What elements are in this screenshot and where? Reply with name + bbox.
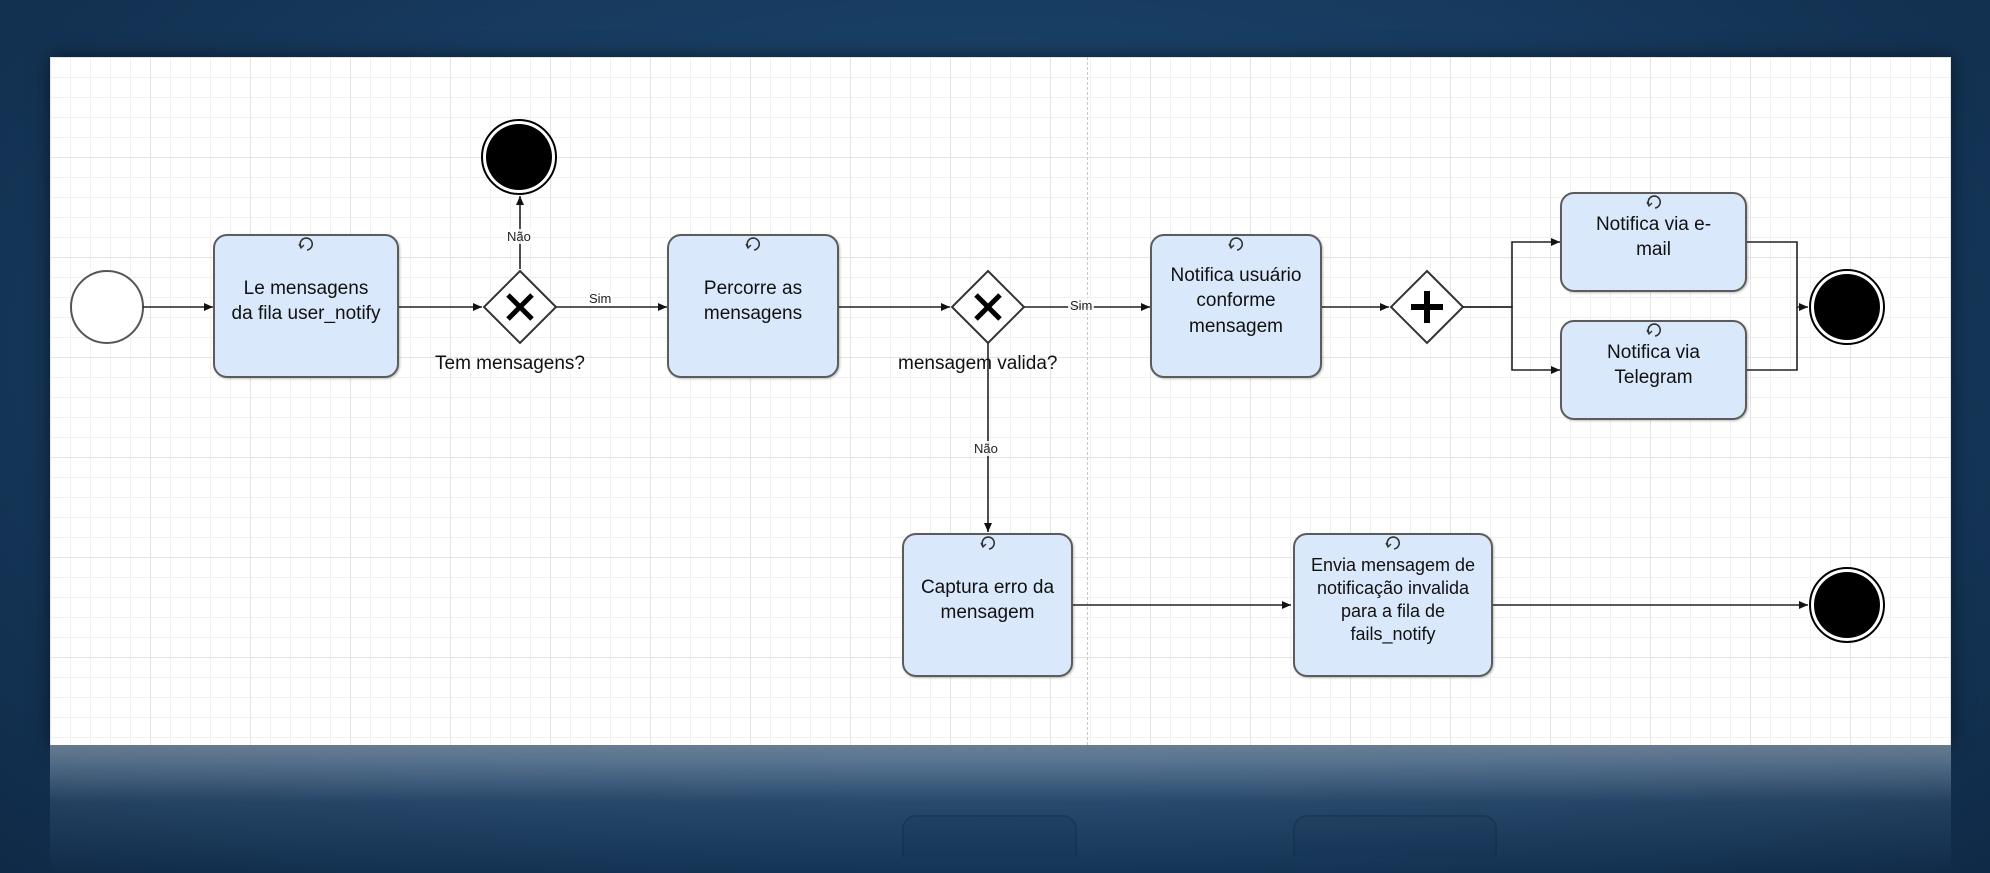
gateway-parallel[interactable] xyxy=(1389,269,1465,345)
task-send-invalid-label: Envia mensagem de notificação invalida p… xyxy=(1310,554,1476,645)
loop-icon xyxy=(979,536,995,550)
task-capture-error[interactable]: Captura erro da mensagem xyxy=(902,533,1073,677)
task-capture-error-label: Captura erro da mensagem xyxy=(920,576,1055,623)
loop-icon xyxy=(298,237,314,251)
task-notify-telegram-label: Notifica via Telegram xyxy=(1607,341,1700,388)
start-event[interactable] xyxy=(70,270,144,344)
flow-parallel-telegram xyxy=(1463,306,1560,374)
end-event-failed[interactable] xyxy=(1809,567,1885,643)
task-read-queue[interactable]: Le mensagens da fila user_notify xyxy=(213,234,399,378)
end-event-no-messages[interactable] xyxy=(481,119,557,195)
diagram-canvas: Le mensagens da fila user_notify Percorr… xyxy=(50,57,1951,745)
task-notify-user[interactable]: Notifica usuário conforme mensagem xyxy=(1150,234,1322,378)
edge-label-valid-yes: Sim xyxy=(1068,298,1095,313)
flow-telegram-end xyxy=(1747,307,1798,371)
task-iterate-messages-label: Percorre as mensagens xyxy=(703,277,803,324)
task-notify-telegram[interactable]: Notifica via Telegram xyxy=(1560,320,1747,420)
diagram-connectors xyxy=(70,119,1885,643)
reflection-ghost-left xyxy=(902,815,1077,857)
task-iterate-messages[interactable]: Percorre as mensagens xyxy=(667,234,839,378)
loop-icon xyxy=(1645,323,1661,337)
edge-label-valid-no: Não xyxy=(972,441,1000,456)
loop-icon xyxy=(745,237,761,251)
gateway-valid-message[interactable] xyxy=(950,269,1026,345)
loop-icon xyxy=(1385,536,1401,550)
edge-label-no-messages: Não xyxy=(505,229,533,244)
loop-icon xyxy=(1645,195,1661,209)
page-break-line xyxy=(1087,57,1088,745)
task-notify-user-label: Notifica usuário conforme mensagem xyxy=(1170,265,1302,337)
task-send-invalid-notification[interactable]: Envia mensagem de notificação invalida p… xyxy=(1293,533,1493,677)
gateway-has-messages[interactable] xyxy=(482,269,558,345)
gateway-has-messages-label: Tem mensagens? xyxy=(435,353,585,374)
reflection-ghost-right xyxy=(1293,815,1497,857)
flow-email-end xyxy=(1747,241,1808,311)
task-notify-email-label: Notifica via e-mail xyxy=(1595,213,1712,260)
flow-parallel-email xyxy=(1463,238,1560,308)
canvas-reflection xyxy=(50,745,1951,873)
task-read-queue-label: Le mensagens da fila user_notify xyxy=(231,277,381,324)
edge-label-yes-messages: Sim xyxy=(587,291,614,306)
end-event-notified[interactable] xyxy=(1809,269,1885,345)
task-notify-email[interactable]: Notifica via e-mail xyxy=(1560,192,1747,292)
loop-icon xyxy=(1228,237,1244,251)
gateway-valid-message-label: mensagem valida? xyxy=(898,353,1058,374)
